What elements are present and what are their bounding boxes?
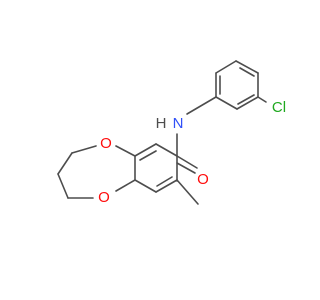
bond	[155, 143, 178, 157]
chemical-structure-diagram: N H Cl O O O	[57, 60, 286, 206]
amide-hydrogen-label: H	[156, 115, 167, 132]
bond	[239, 67, 255, 77]
bond	[176, 155, 198, 169]
bond	[115, 179, 136, 192]
bond	[186, 96, 217, 115]
bond	[71, 145, 97, 154]
bonds	[57, 60, 267, 205]
bond	[215, 96, 238, 110]
bond	[156, 176, 173, 187]
bond	[57, 173, 69, 199]
bond	[139, 150, 157, 161]
bond	[236, 96, 259, 110]
bond	[57, 152, 73, 175]
bond	[235, 60, 259, 74]
bond	[257, 96, 267, 103]
bond	[237, 94, 255, 105]
chlorine-label: Cl	[272, 99, 286, 116]
bond	[134, 179, 157, 193]
carbonyl-oxygen-label: O	[197, 171, 209, 188]
bond	[134, 143, 157, 157]
bond	[176, 179, 199, 205]
bond	[215, 60, 237, 74]
bond	[115, 145, 136, 157]
ring-oxygen-upper-label: O	[100, 135, 112, 152]
bond	[155, 179, 178, 193]
ring-oxygen-lower-label: O	[98, 189, 110, 206]
amide-nitrogen-label: N	[173, 115, 184, 132]
atom-labels: N H Cl O O O	[98, 99, 286, 206]
bond	[176, 162, 196, 174]
